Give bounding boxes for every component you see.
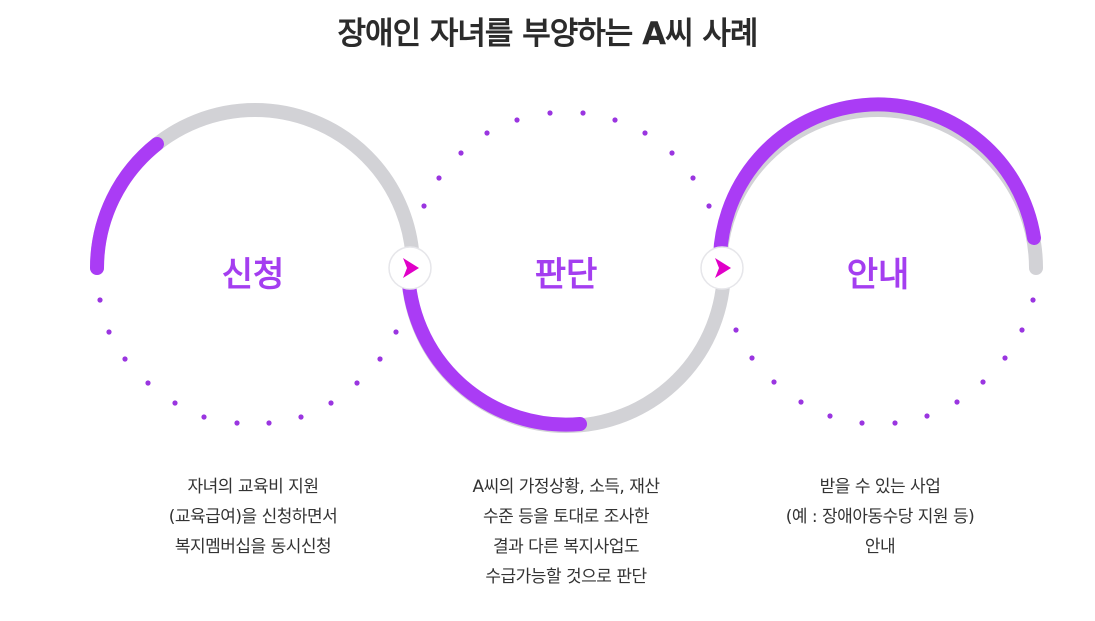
step-3-dotted-half [733, 297, 1036, 426]
description-line: 복지멤버십을 동시신청 [174, 537, 332, 557]
step-2-description: A씨의 가정상황, 소득, 재산 수준 등을 토대로 조사한 결과 다른 복지사… [416, 472, 716, 592]
description-line: (교육급여)을 신청하면서 [168, 507, 338, 527]
step-circle-1: 신청 [90, 103, 420, 426]
step-1-progress-arc [90, 137, 164, 275]
chevron-right-icon [715, 258, 731, 278]
step-circle-2: 판단 [401, 110, 731, 433]
description-line: A씨의 가정상황, 소득, 재산 [472, 477, 660, 497]
description-line: 받을 수 있는 사업 [819, 477, 941, 497]
description-line: 안내 [864, 537, 896, 557]
step-3-description: 받을 수 있는 사업 (예 : 장애아동수당 지원 등) 안내 [730, 472, 1030, 562]
chevron-right-icon [403, 258, 419, 278]
step-2-progress-arc [401, 261, 587, 432]
description-line: (예 : 장애아동수당 지원 등) [785, 507, 975, 527]
step-3-label: 안내 [847, 255, 910, 295]
connector-1 [388, 246, 432, 290]
step-2-dotted-half [421, 110, 712, 209]
description-line: 수급가능할 것으로 판단 [485, 567, 647, 587]
description-line: 수준 등을 토대로 조사한 [482, 507, 650, 527]
step-3-track [713, 103, 1043, 275]
description-line: 결과 다른 복지사업도 [492, 537, 640, 557]
step-1-label: 신청 [222, 255, 285, 295]
page-title: 장애인 자녀를 부양하는 A씨 사례 [337, 16, 759, 52]
description-line: 자녀의 교육비 지원 [187, 477, 319, 497]
step-2-label: 판단 [535, 255, 598, 295]
step-1-description: 자녀의 교육비 지원 (교육급여)을 신청하면서 복지멤버십을 동시신청 [103, 472, 403, 562]
step-1-dotted-half [97, 297, 399, 426]
step-circle-3: 안내 [712, 97, 1043, 426]
step-3-progress-arc [712, 97, 1041, 275]
connector-2 [700, 246, 744, 290]
step-1-track [90, 103, 420, 275]
